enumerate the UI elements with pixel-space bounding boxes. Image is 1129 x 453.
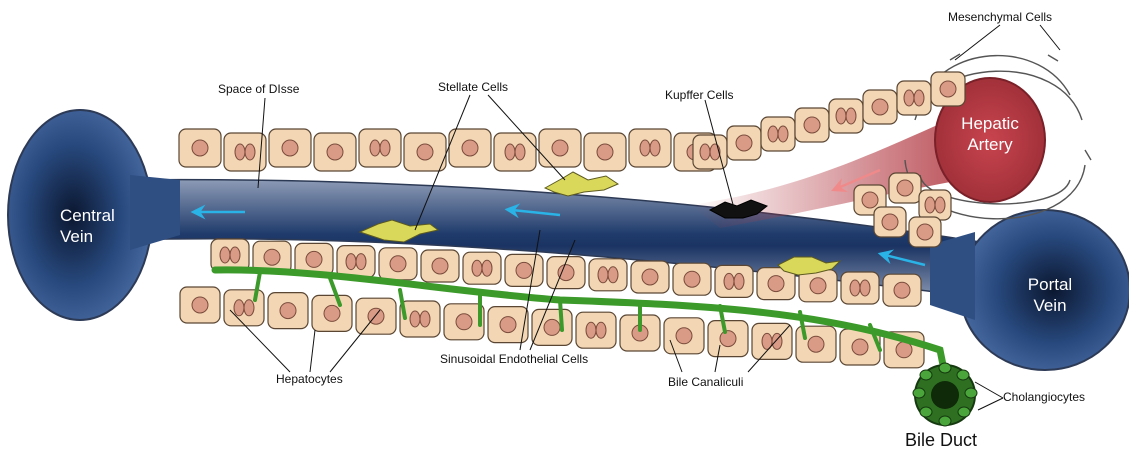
label-portal-vein-line1: Portal: [1005, 274, 1095, 295]
hepatocyte-nucleus: [586, 322, 596, 338]
label-kupffer-cells: Kupffer Cells: [665, 88, 733, 102]
hepatocyte-nucleus: [724, 273, 734, 289]
hepatocyte-nucleus: [505, 144, 515, 160]
label-hepatic-artery: Hepatic Artery: [945, 113, 1035, 155]
hepatocyte-nucleus: [778, 126, 788, 142]
hepatocyte-nucleus: [390, 256, 406, 272]
hepatocyte-nucleus: [456, 314, 472, 330]
hepatocyte-nucleus: [417, 144, 433, 160]
hepatocyte-nucleus: [836, 108, 846, 124]
hepatocyte-nucleus: [808, 336, 824, 352]
hepatocyte-nucleus: [346, 254, 356, 270]
hepatocyte-nucleus: [935, 197, 945, 213]
hepatocyte-nucleus: [897, 180, 913, 196]
hepatocyte-nucleus: [642, 269, 658, 285]
hepatocyte-nucleus: [472, 260, 482, 276]
label-bile-canaliculi: Bile Canaliculi: [668, 375, 743, 389]
hepatocyte-nucleus: [552, 140, 568, 156]
hepatocyte-nucleus: [882, 214, 898, 230]
hepatocyte-nucleus: [356, 254, 366, 270]
hepatocyte-nucleus: [327, 144, 343, 160]
hepatocyte-nucleus: [650, 140, 660, 156]
hepatocyte-nucleus: [810, 278, 826, 294]
hepatocyte-nucleus: [894, 282, 910, 298]
hepatocyte-nucleus: [852, 339, 868, 355]
hepatocyte-nucleus: [734, 273, 744, 289]
hepatocyte-nucleus: [230, 247, 240, 263]
hepatocyte-nucleus: [245, 144, 255, 160]
label-central-vein-line1: Central: [60, 205, 150, 226]
hepatocyte-nucleus: [500, 317, 516, 333]
hepatocyte-nucleus: [768, 126, 778, 142]
label-portal-vein: Portal Vein: [1005, 274, 1095, 316]
label-hepatocytes: Hepatocytes: [276, 372, 343, 386]
hepatocyte-nucleus: [720, 331, 736, 347]
hepatocyte-nucleus: [410, 311, 420, 327]
hepatocyte-nucleus: [700, 144, 710, 160]
hepatocyte-nucleus: [736, 135, 752, 151]
hepatocyte-nucleus: [482, 260, 492, 276]
hepatocyte-nucleus: [558, 265, 574, 281]
hepatocyte-nucleus: [220, 247, 230, 263]
hepatocyte-nucleus: [282, 140, 298, 156]
hepatocyte-nucleus: [244, 300, 254, 316]
label-central-vein: Central Vein: [60, 205, 150, 247]
hepatocyte-nucleus: [940, 81, 956, 97]
bile-duct: [913, 363, 977, 426]
hepatocyte-nucleus: [676, 328, 692, 344]
hepatocyte-nucleus: [515, 144, 525, 160]
hepatocyte-nucleus: [192, 140, 208, 156]
hepatocyte-nucleus: [280, 303, 296, 319]
hepatocyte-nucleus: [850, 280, 860, 296]
stellate-cell-top: [545, 172, 618, 196]
hepatocyte-nucleus: [597, 144, 613, 160]
hepatocyte-nucleus: [234, 300, 244, 316]
hepatocyte-nucleus: [432, 258, 448, 274]
hepatocyte-nucleus: [862, 192, 878, 208]
hepatocyte-nucleus: [804, 117, 820, 133]
hepatocyte-nucleus: [370, 140, 380, 156]
label-bile-duct: Bile Duct: [905, 430, 977, 451]
hepatocyte-nucleus: [420, 311, 430, 327]
hepatocyte-nucleus: [846, 108, 856, 124]
hepatocyte-nucleus: [608, 267, 618, 283]
hepatocyte-nucleus: [860, 280, 870, 296]
hepatocyte-nucleus: [684, 271, 700, 287]
hepatocyte-nucleus: [192, 297, 208, 313]
hepatocyte-nucleus: [264, 249, 280, 265]
label-portal-vein-line2: Vein: [1005, 295, 1095, 316]
hepatocyte-nucleus: [598, 267, 608, 283]
label-sinusoidal-endothelial-cells: Sinusoidal Endothelial Cells: [440, 352, 588, 366]
hepatocyte-nucleus: [235, 144, 245, 160]
hepatocyte-nucleus: [904, 90, 914, 106]
hepatocyte-nucleus: [640, 140, 650, 156]
hepatocyte-nucleus: [544, 319, 560, 335]
hepatocyte-nucleus: [872, 99, 888, 115]
hepatocyte-nucleus: [380, 140, 390, 156]
label-hepatic-artery-line2: Artery: [945, 134, 1035, 155]
hepatocyte-nucleus: [324, 305, 340, 321]
label-hepatic-artery-line1: Hepatic: [945, 113, 1035, 134]
hepatocyte-nucleus: [914, 90, 924, 106]
hepatocyte-nucleus: [462, 140, 478, 156]
label-central-vein-line2: Vein: [60, 226, 150, 247]
hepatocyte-nucleus: [925, 197, 935, 213]
hepatocyte-nucleus: [516, 262, 532, 278]
label-space-of-disse: Space of DIsse: [218, 82, 299, 96]
hepatocyte-nucleus: [917, 224, 933, 240]
label-stellate-cells: Stellate Cells: [438, 80, 508, 94]
hepatocyte-nucleus: [768, 276, 784, 292]
hepatocyte-nucleus: [596, 322, 606, 338]
label-cholangiocytes: Cholangiocytes: [1003, 390, 1085, 404]
label-mesenchymal-cells: Mesenchymal Cells: [948, 10, 1052, 24]
hepatocyte-nucleus: [306, 251, 322, 267]
